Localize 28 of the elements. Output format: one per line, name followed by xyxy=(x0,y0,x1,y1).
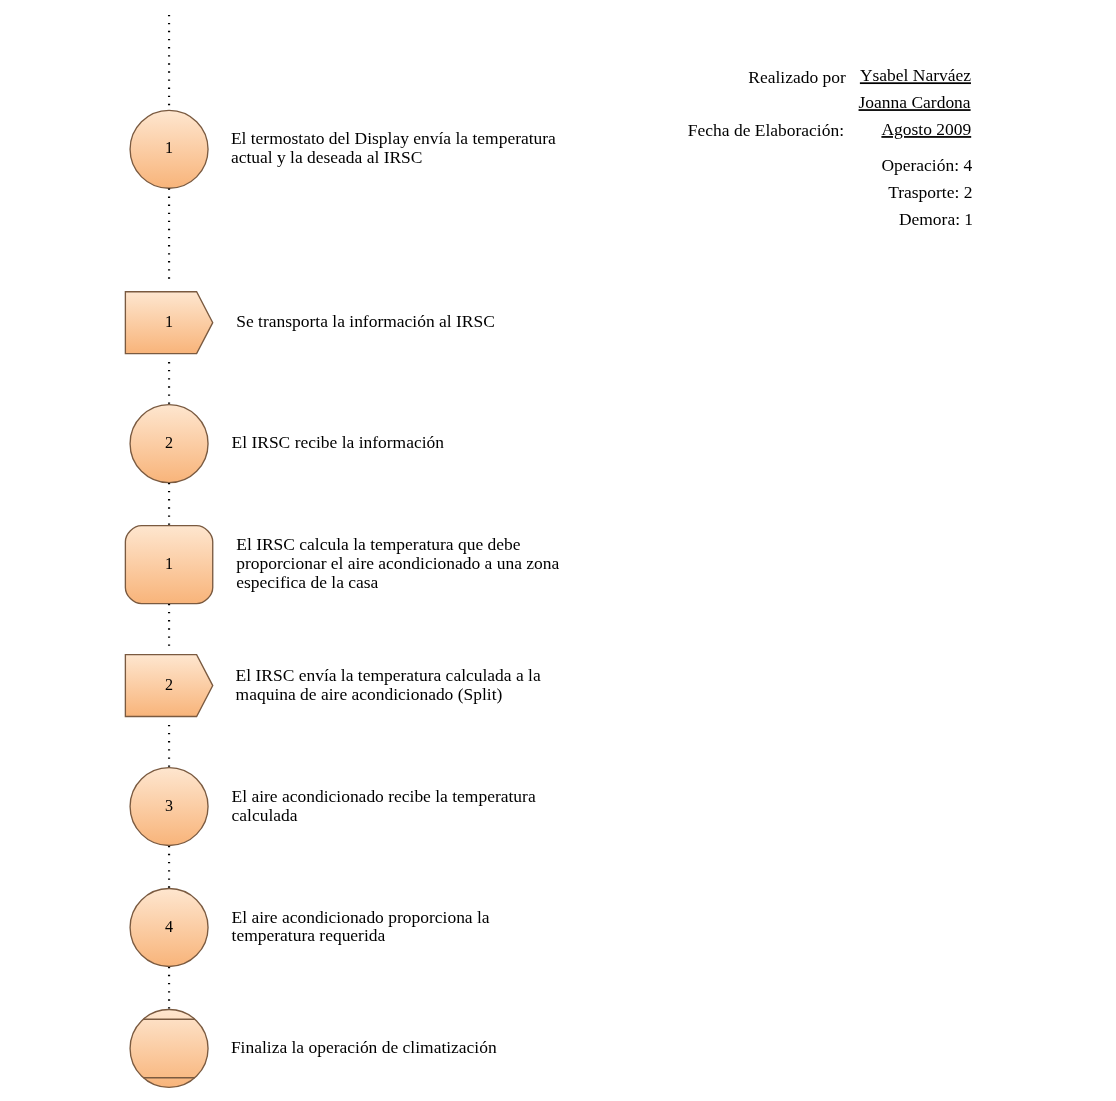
node-label: El IRSC calcula la temperatura que debe proporcionar el aire acondicionado a una zona especifica de la casa xyxy=(235,534,559,592)
label: Demora: 1 xyxy=(898,209,973,230)
connector xyxy=(167,483,170,526)
label: Fecha de Elaboración: xyxy=(687,120,844,141)
label: Realizado por xyxy=(747,66,846,87)
label: Joanna Cardona xyxy=(858,92,971,113)
node-circle xyxy=(128,1008,209,1089)
label: Ysabel Narváez xyxy=(859,65,971,86)
node-circle: 1 xyxy=(128,109,209,189)
node-label: Se transporta la información al IRSC xyxy=(235,311,495,332)
connector xyxy=(167,845,170,889)
node-label: El termostato del Display envía la temperatura actual y la deseada al IRSC xyxy=(230,128,556,168)
connector xyxy=(167,604,170,647)
connector xyxy=(167,362,170,405)
connector xyxy=(167,725,170,768)
label: Agosto 2009 xyxy=(880,119,971,140)
node-box: 1 xyxy=(124,524,213,605)
node-circle: 4 xyxy=(128,887,209,968)
node-label: El aire acondicionado recibe la temperatura calculada xyxy=(231,785,536,825)
node-circle: 3 xyxy=(128,766,209,847)
node-label: El IRSC envía la temperatura calculada a la maquina de aire acondicionado (Split) xyxy=(235,664,541,704)
node-circle: 2 xyxy=(128,404,209,484)
node-label: El aire acondicionado proporciona la temperatura requerida xyxy=(231,906,490,946)
connector xyxy=(167,966,170,1010)
label: Operación: 4 xyxy=(880,155,972,176)
label: Trasporte: 2 xyxy=(887,182,972,203)
node-label: Finaliza la operación de climatización xyxy=(230,1037,497,1058)
node-label: El IRSC recibe la información xyxy=(231,432,444,453)
